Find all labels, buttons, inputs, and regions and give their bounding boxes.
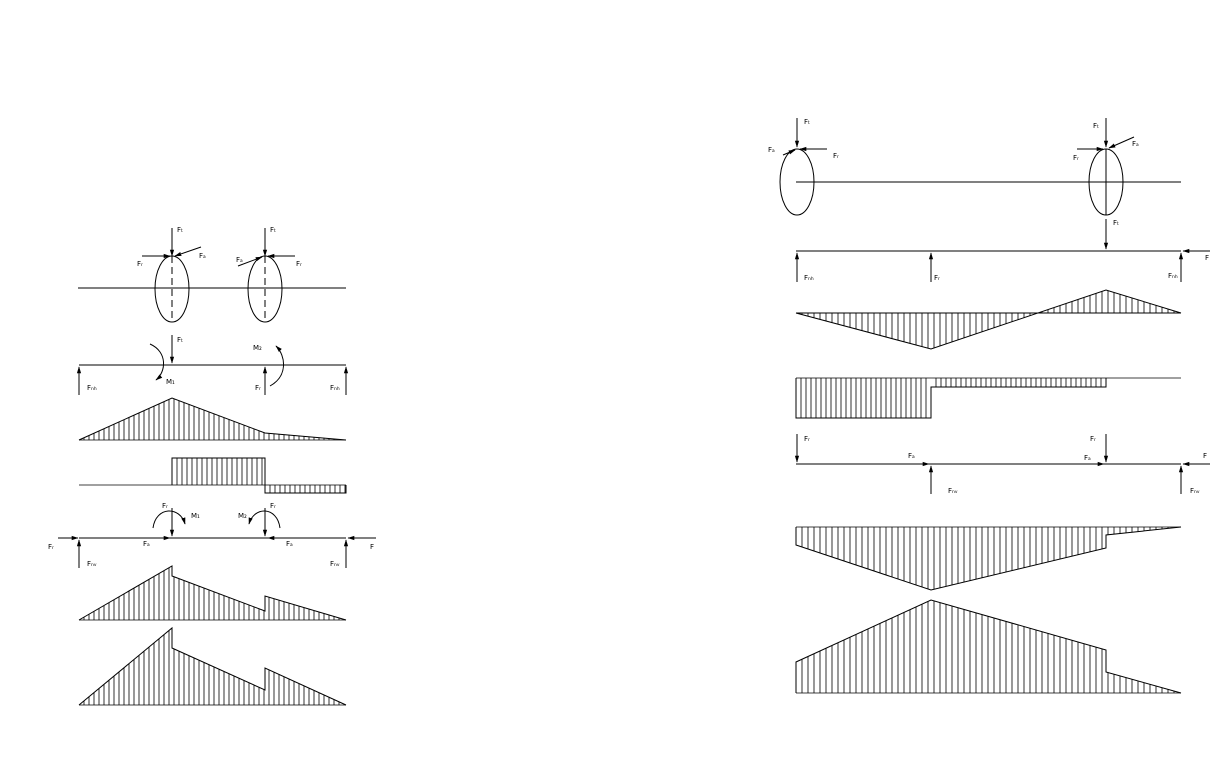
left-hp-moment-2-arrow xyxy=(248,510,281,529)
right-gear-1 xyxy=(779,148,815,216)
right-g1-axial-arrow xyxy=(782,149,796,156)
left-bm1-hatch xyxy=(83,398,335,440)
left-hp-left-end-label: Fᵣ xyxy=(48,543,54,551)
left-hp-right-end-label: F xyxy=(370,543,374,551)
left-hp-moment-2-label: M₂ xyxy=(238,512,247,520)
right-gear-shaft-sketch: Fₜ Fₐ Fᵣ Fₜ Fᵣ Fₐ xyxy=(768,118,1181,216)
right-plane-2-loading: Fᵣ Fᵣ Fₐ Fₐ F Fₙᵥ Fₙᵥ xyxy=(794,434,1210,495)
left-tq-block-1 xyxy=(171,457,266,485)
right-p1-reaction-right-label: Fₙₕ xyxy=(1168,272,1178,280)
right-p2-load-left-label: Fᵣ xyxy=(804,435,810,443)
right-tq-hatch-2 xyxy=(935,378,1102,387)
right-plane-1-loading: Fₜ F Fₙₕ Fᵣ Fₙₕ xyxy=(794,219,1210,282)
right-g2-right-label: Fₐ xyxy=(1132,140,1139,148)
right-bm1-outline xyxy=(795,289,1182,350)
right-p1-load-label: Fₜ xyxy=(1113,219,1119,227)
right-g1-top-label: Fₜ xyxy=(804,118,810,126)
right-p2-load-right-label: Fᵣ xyxy=(1090,435,1096,443)
right-tq-hatch-1 xyxy=(800,378,927,418)
right-p2-end-label: F xyxy=(1203,452,1207,460)
left-hp-load-1-label: Fᵣ xyxy=(162,502,168,510)
right-g2-axial-arrow xyxy=(1108,136,1135,149)
left-g2-top-label: Fₜ xyxy=(270,226,276,234)
left-vp-moment-2-label: M₂ xyxy=(253,344,262,352)
right-g1-left-label: Fₐ xyxy=(768,146,775,154)
left-tq-block-2 xyxy=(264,485,347,494)
left-vp-reaction-mid-label: Fᵣ xyxy=(255,384,261,392)
left-g1-right-label: Fₐ xyxy=(199,252,206,260)
left-bm2-outline xyxy=(78,565,347,621)
left-g1-top-label: Fₜ xyxy=(177,226,183,234)
left-hp-moment-1-arrow xyxy=(152,510,186,529)
right-torque-diagram xyxy=(795,377,1181,419)
left-vp-reaction-right-label: Fₙₕ xyxy=(330,384,340,392)
right-bm2-outline xyxy=(795,526,1182,591)
right-tq-outline xyxy=(795,378,1107,419)
left-vp-moment-1-label: M₁ xyxy=(166,378,175,386)
left-tq-hatch-1 xyxy=(176,458,263,485)
left-vertical-plane-loading: Fₜ M₁ M₂ Fₙₕ Fᵣ Fₙₕ xyxy=(76,335,349,395)
right-g1-right-label: Fᵣ xyxy=(833,152,839,160)
left-torque-diagram xyxy=(79,457,347,494)
left-vp-moment-1-arrow xyxy=(149,343,164,381)
left-g2-right-label: Fᵣ xyxy=(296,260,302,268)
left-cm-hatch xyxy=(83,630,340,705)
left-g2-radial-arrow xyxy=(237,256,263,267)
left-g2-left-label: Fₐ xyxy=(236,256,243,264)
right-combined-moment-diagram xyxy=(795,599,1182,694)
left-hp-moment-1-label: M₁ xyxy=(191,512,200,520)
right-bm2-hatch xyxy=(801,527,1169,590)
right-bending-moment-diagram-2 xyxy=(795,526,1182,591)
right-p2-reaction-right-label: Fₙᵥ xyxy=(1190,487,1200,495)
left-vp-moment-2-arrow xyxy=(269,345,284,387)
left-g1-left-label: Fᵣ xyxy=(137,260,143,268)
left-vp-load-label: Fₜ xyxy=(177,336,183,344)
left-combined-moment-diagram xyxy=(78,626,347,706)
left-cm-outline xyxy=(78,626,347,706)
right-g2-left-label: Fᵣ xyxy=(1073,154,1079,162)
left-bending-moment-diagram-1 xyxy=(78,397,347,441)
left-hp-reaction-left-label: Fₙᵥ xyxy=(87,560,97,568)
left-hp-load-2-label: Fᵣ xyxy=(270,502,276,510)
left-bm2-hatch xyxy=(83,567,340,620)
right-cm-hatch xyxy=(801,600,1175,693)
left-hp-axial-2-label: Fₐ xyxy=(286,540,293,548)
left-bm1-outline xyxy=(78,397,347,441)
left-bending-moment-diagram-2 xyxy=(78,565,347,621)
right-p2-axial-1-label: Fₐ xyxy=(908,452,915,460)
right-p2-reaction-mid-label: Fₙᵥ xyxy=(948,487,958,495)
left-vp-reaction-left-label: Fₙₕ xyxy=(87,384,97,392)
right-p1-reaction-mid-label: Fᵣ xyxy=(934,274,940,282)
left-hp-axial-1-label: Fₐ xyxy=(143,540,150,548)
left-gear-shaft-sketch: Fₜ Fᵣ Fₐ Fₜ Fₐ Fᵣ xyxy=(78,226,346,323)
left-tq-hatch-2 xyxy=(269,485,346,493)
right-p1-reaction-left-label: Fₙₕ xyxy=(804,274,814,282)
right-g2-top-label: Fₜ xyxy=(1093,122,1099,130)
left-horizontal-plane-loading: Fᵣ Fᵣ M₁ M₂ Fᵣ F Fₐ Fₐ Fₙᵥ Fₙᵥ xyxy=(48,502,376,568)
right-p1-end-label: F xyxy=(1205,254,1209,262)
right-bending-moment-diagram-1 xyxy=(795,289,1182,350)
right-bm1-hatch xyxy=(801,290,1175,349)
right-cm-outline xyxy=(795,599,1182,694)
right-p2-axial-2-label: Fₐ xyxy=(1084,454,1091,462)
left-g1-radial-arrow xyxy=(174,246,202,257)
left-hp-reaction-right-label: Fₙᵥ xyxy=(330,560,340,568)
